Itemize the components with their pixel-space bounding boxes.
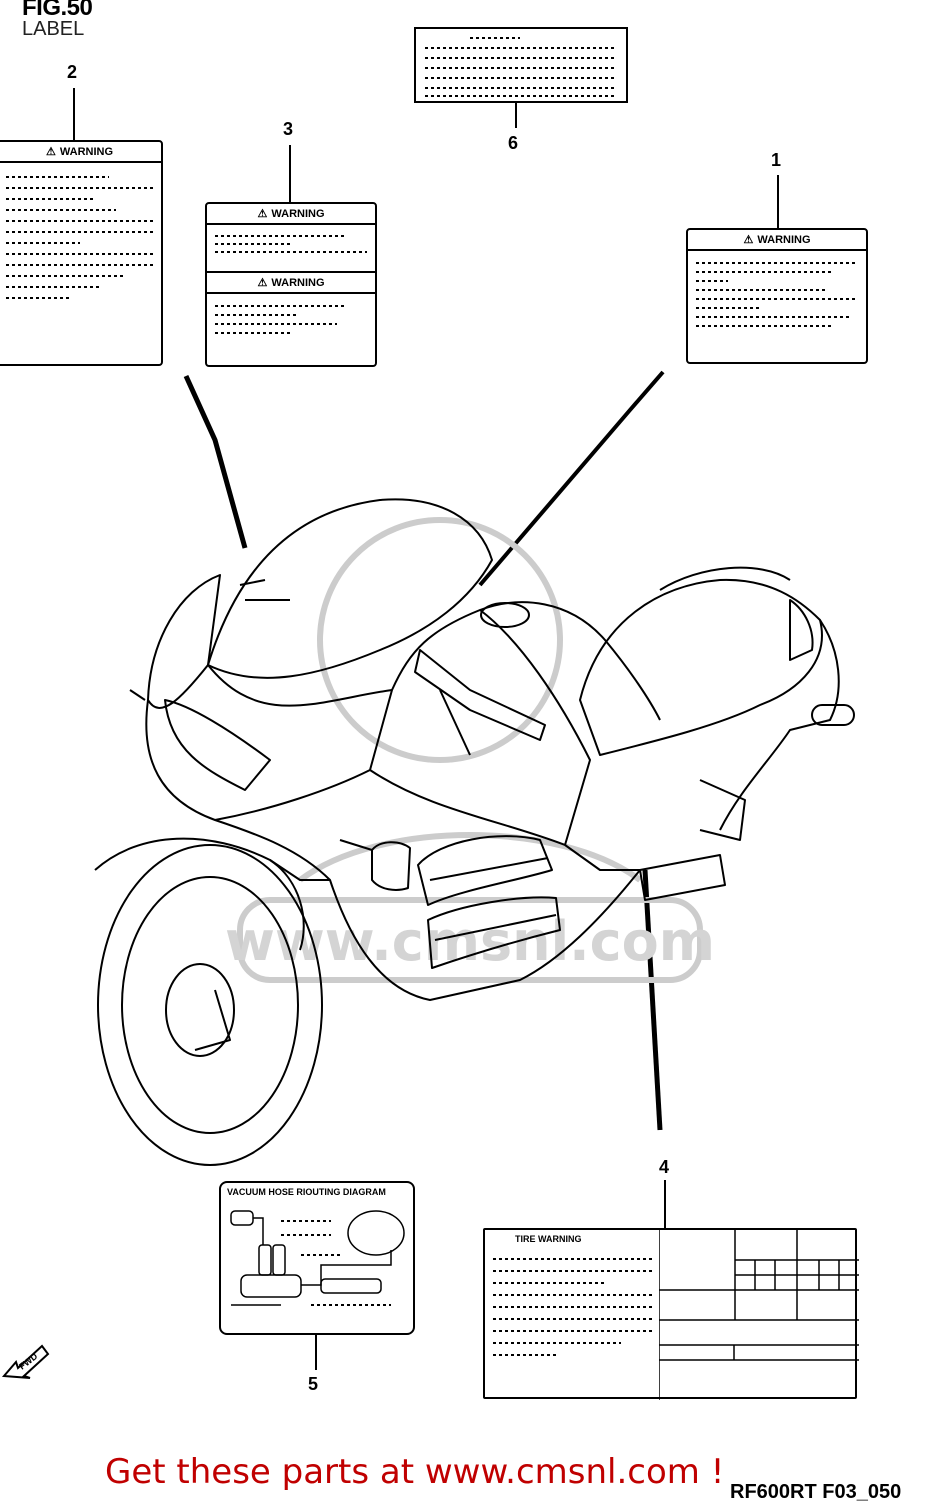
pointer-1: [478, 370, 665, 587]
label-2-warning: ⚠WARNING: [0, 140, 163, 366]
vacuum-hose-schematic: [230, 1210, 405, 1306]
label-5-vacuum-hose: VACUUM HOSE RIOUTING DIAGRAM: [219, 1181, 415, 1335]
watermark-text: www.cmsnl.com: [225, 910, 715, 973]
forward-arrow-icon: FWD: [1, 1344, 50, 1379]
label-4-tire-warning: TIRE WARNING: [483, 1228, 859, 1400]
figure-title: FIG.50: [22, 0, 93, 21]
callout-6: 6: [508, 133, 519, 153]
footer-promo-text: Get these parts at www.cmsnl.com !: [105, 1452, 725, 1492]
warning-triangle-icon: ⚠: [257, 208, 268, 220]
label-6-box: [414, 27, 628, 103]
label-1-header: ⚠WARNING: [688, 230, 866, 251]
callout-5: 5: [308, 1374, 319, 1394]
callout-3: 3: [283, 119, 294, 139]
label-3-header-bottom-text: WARNING: [271, 277, 325, 289]
label-3-header-top-text: WARNING: [271, 208, 325, 220]
label-4-header: TIRE WARNING: [515, 1234, 582, 1244]
label-2-header: ⚠WARNING: [0, 142, 161, 163]
label-3-header-top: ⚠WARNING: [207, 204, 375, 225]
label-2-header-text: WARNING: [59, 146, 114, 158]
warning-triangle-icon: ⚠: [257, 277, 268, 289]
pointer-4: [642, 869, 663, 1131]
label-3-warning: ⚠WARNING ⚠WARNING: [205, 202, 377, 367]
watermark-logo: [237, 517, 703, 983]
label-1-warning: ⚠WARNING: [686, 228, 868, 364]
pointer-2-3: [183, 374, 248, 549]
label-1-header-text: WARNING: [757, 234, 811, 246]
callout-4: 4: [659, 1157, 670, 1177]
tire-pressure-table: [659, 1230, 859, 1400]
drawing-code: RF600RT F03_050: [730, 1481, 902, 1503]
label-5-header: VACUUM HOSE RIOUTING DIAGRAM: [227, 1187, 386, 1197]
label-3-header-bottom: ⚠WARNING: [207, 271, 375, 294]
warning-triangle-icon: ⚠: [45, 146, 56, 158]
callout-1: 1: [771, 150, 782, 170]
figure-subtitle: LABEL: [22, 18, 85, 40]
warning-triangle-icon: ⚠: [743, 234, 754, 246]
callout-2: 2: [67, 62, 78, 82]
